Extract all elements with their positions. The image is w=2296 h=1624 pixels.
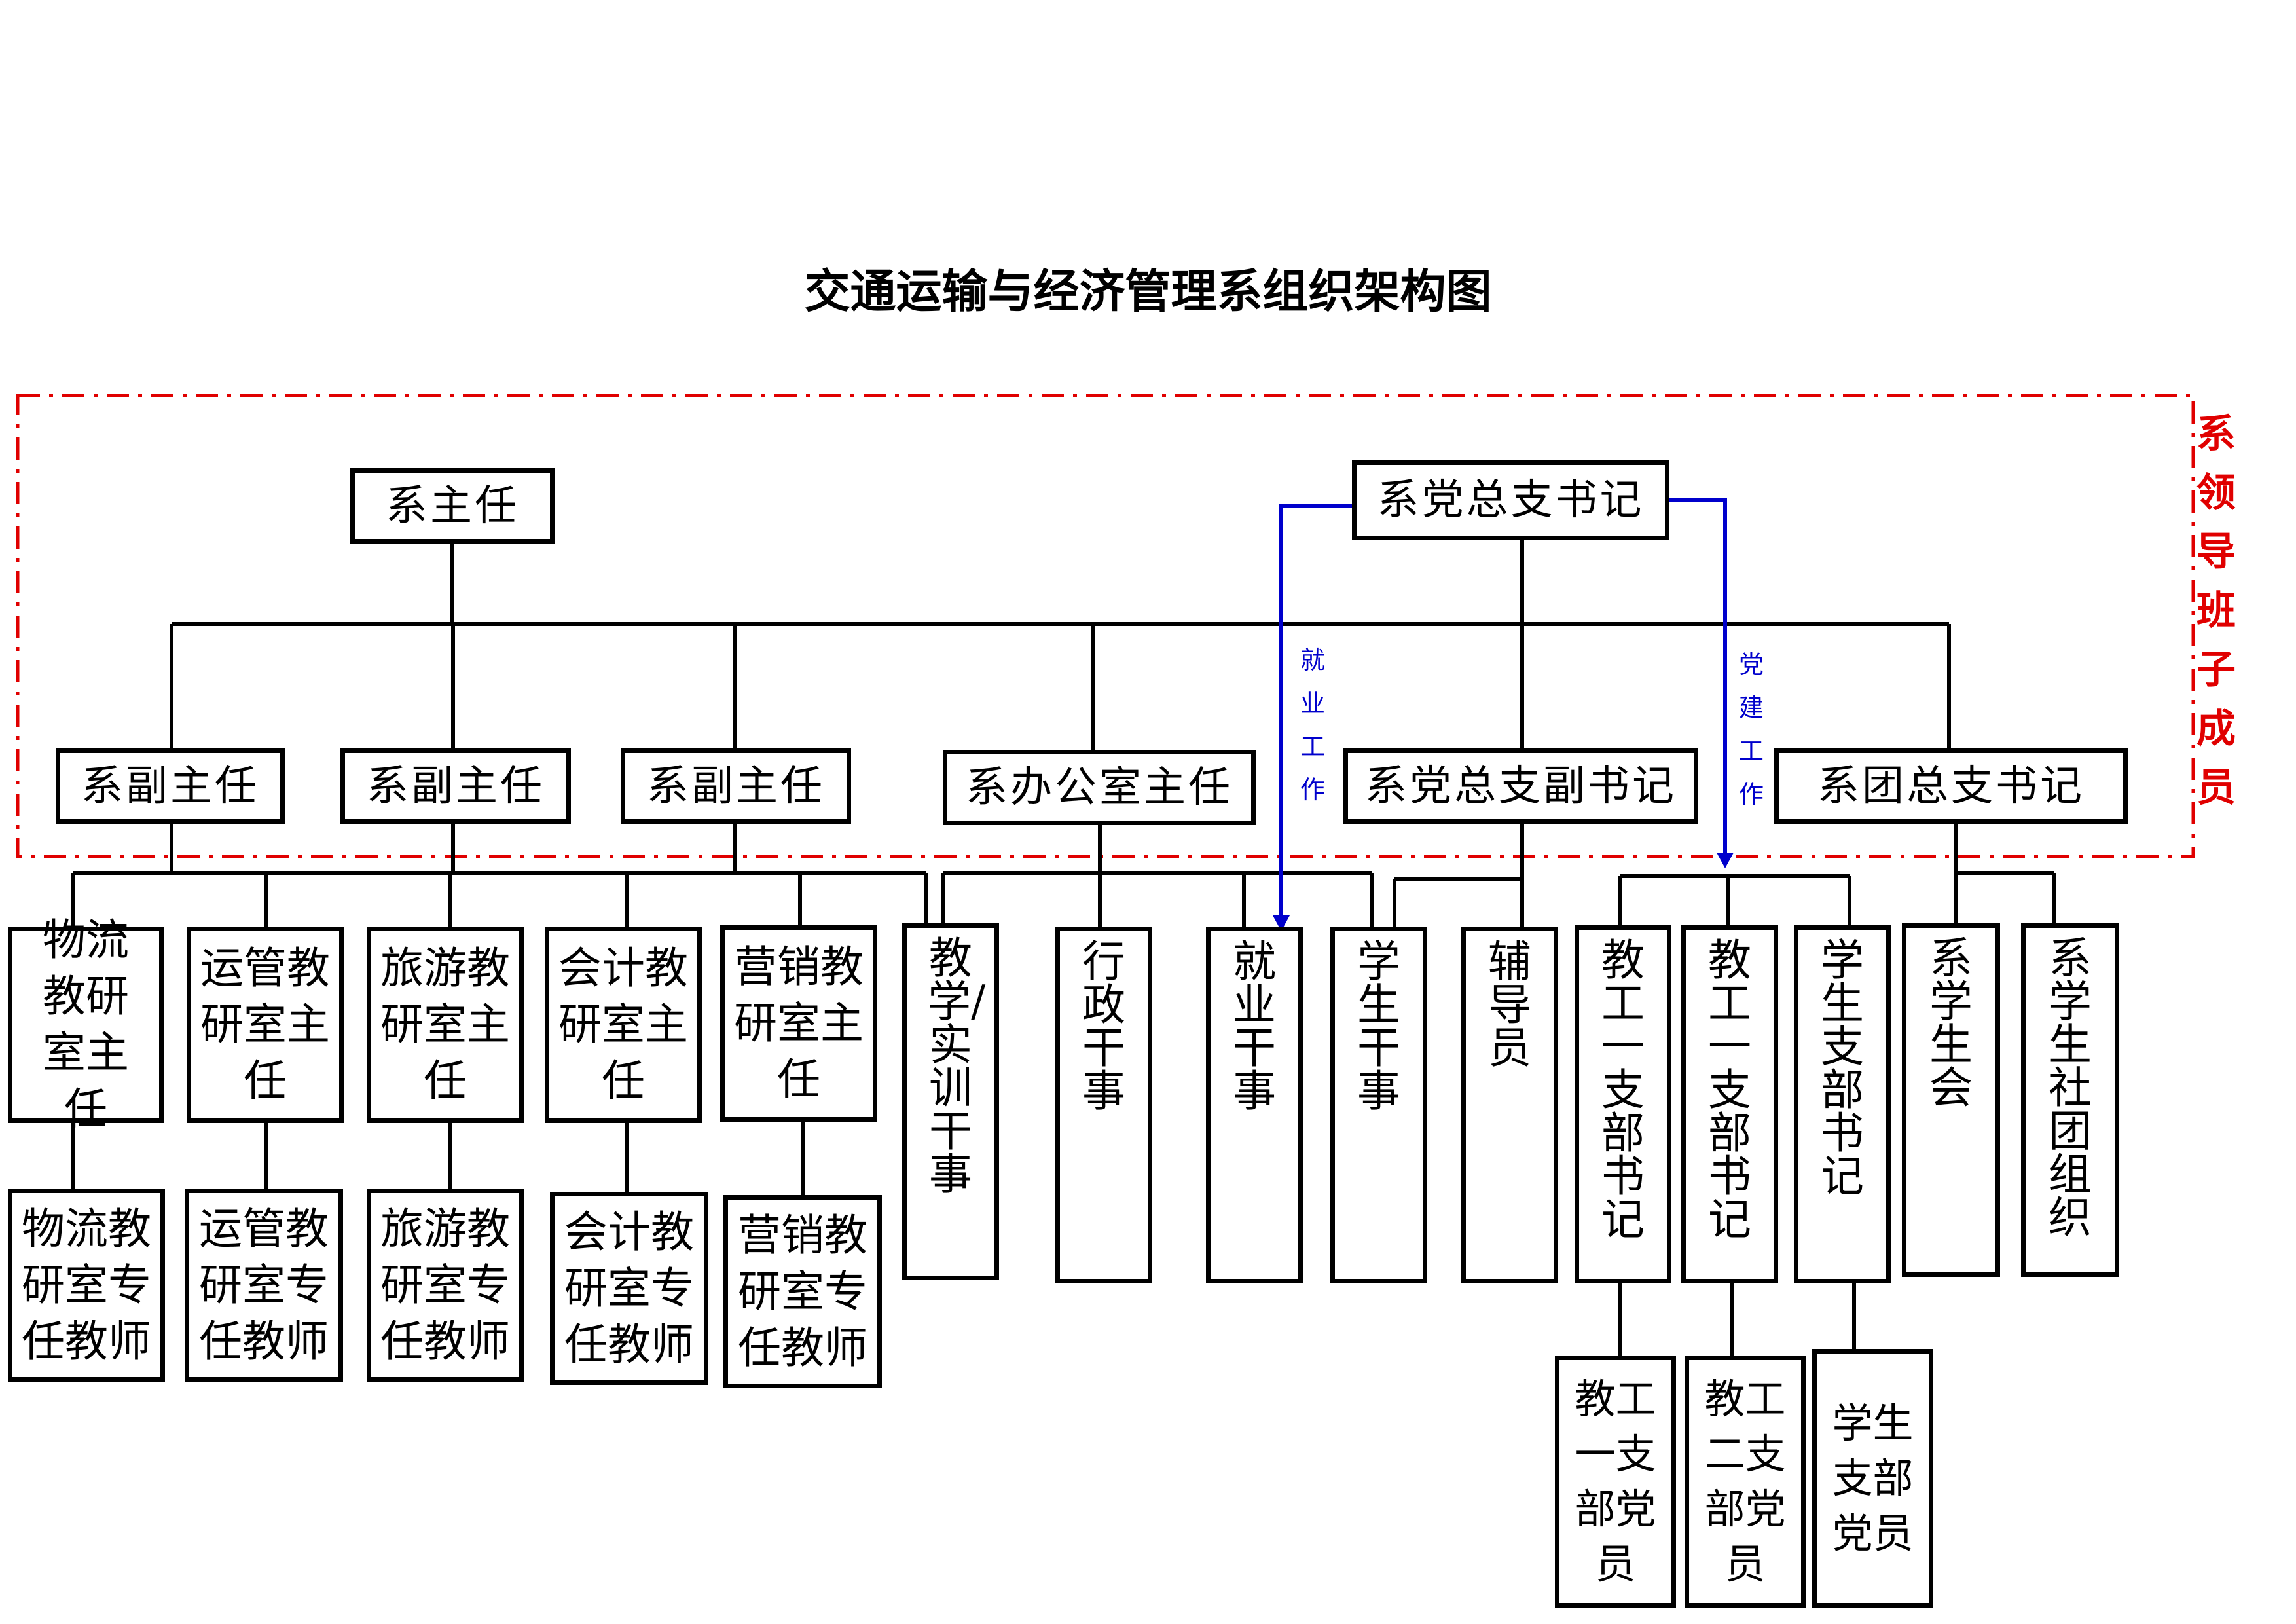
box-branch-2-secretary: 教工一支部书记 bbox=[1681, 925, 1778, 1283]
box-counselor: 辅导员 bbox=[1461, 927, 1558, 1283]
box-employment-officer: 就业干事 bbox=[1206, 927, 1303, 1283]
box-teaching-training-officer: 教学/实训干事 bbox=[902, 923, 999, 1280]
leadership-label: 系领导班子成员 bbox=[2196, 411, 2236, 811]
box-student-affairs-officer: 学生干事 bbox=[1330, 927, 1427, 1283]
box-marketing-staff: 营销教研室专任教师 bbox=[723, 1195, 882, 1388]
box-student-members: 学生支部党员 bbox=[1812, 1349, 1933, 1608]
box-student-union: 系学生会 bbox=[1902, 923, 2000, 1277]
page-title: 交通运输与经济管理系组织架构图 bbox=[804, 264, 1492, 318]
party-work-label: 党建工作 bbox=[1738, 650, 1764, 809]
box-admin-officer: 行政干事 bbox=[1055, 927, 1152, 1283]
box-student-branch-secretary: 学生支部书记 bbox=[1794, 925, 1891, 1283]
box-director: 系主任 bbox=[350, 468, 555, 544]
box-marketing-head: 营销教研室主任 bbox=[720, 925, 877, 1122]
box-student-clubs: 系学生社团组织 bbox=[2021, 923, 2119, 1277]
box-branch-1-secretary: 教工一支部书记 bbox=[1575, 925, 1671, 1283]
box-tourism-head: 旅游教研室主任 bbox=[367, 927, 524, 1123]
box-logistics-head: 物流教研室主任 bbox=[8, 915, 164, 1134]
box-accounting-head: 会计教研室主任 bbox=[545, 927, 702, 1123]
box-transport-staff: 运管教研室专任教师 bbox=[185, 1189, 343, 1382]
box-transport-head: 运管教研室主任 bbox=[187, 927, 344, 1123]
box-tourism-staff: 旅游教研室专任教师 bbox=[367, 1189, 524, 1382]
leadership-boundary bbox=[16, 394, 2195, 858]
box-party-secretary: 系党总支书记 bbox=[1352, 460, 1669, 540]
box-league-secretary: 系团总支书记 bbox=[1774, 748, 2128, 824]
box-deputy-director-3: 系副主任 bbox=[621, 748, 851, 824]
box-office-director: 系办公室主任 bbox=[943, 750, 1256, 825]
box-deputy-director-2: 系副主任 bbox=[340, 748, 571, 824]
employment-work-label: 就业工作 bbox=[1300, 646, 1325, 804]
box-deputy-director-1: 系副主任 bbox=[56, 748, 285, 824]
box-logistics-staff: 物流教研室专任教师 bbox=[8, 1189, 165, 1382]
box-branch-2-members: 教工二支部党员 bbox=[1685, 1356, 1806, 1608]
box-branch-1-members: 教工一支部党员 bbox=[1555, 1356, 1676, 1608]
box-deputy-party-secretary: 系党总支副书记 bbox=[1343, 748, 1698, 824]
box-accounting-staff: 会计教研室专任教师 bbox=[550, 1192, 708, 1385]
